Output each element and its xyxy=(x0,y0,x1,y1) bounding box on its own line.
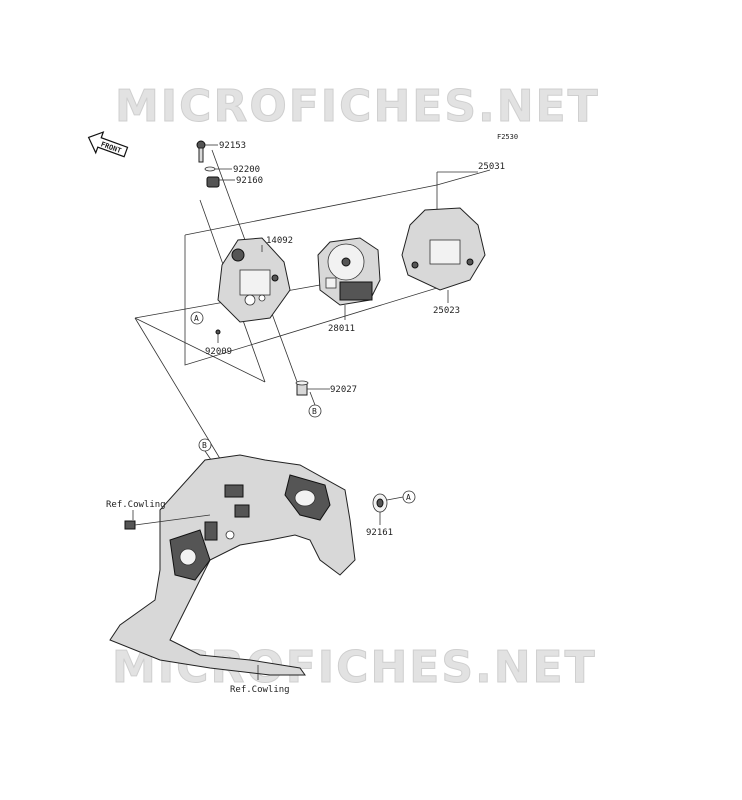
collar-92027-icon xyxy=(295,380,309,396)
ref-cowling-upper: Ref.Cowling xyxy=(106,500,166,510)
label-92161: 92161 xyxy=(366,528,393,538)
callout-a-lower xyxy=(402,490,416,504)
diagram-code: F2530 xyxy=(497,133,518,141)
label-28011: 28011 xyxy=(328,324,355,334)
meter-cover-25023-icon xyxy=(401,207,486,291)
cowling-stay-icon xyxy=(109,454,356,676)
ref-cowling-lower: Ref.Cowling xyxy=(230,685,290,695)
label-25023: 25023 xyxy=(433,306,460,316)
callout-a-upper-label: A xyxy=(194,314,199,323)
callout-b-lower-label: B xyxy=(202,441,207,450)
grommet-92160-icon xyxy=(206,176,220,188)
meter-case-14092-icon xyxy=(217,237,291,323)
label-92160: 92160 xyxy=(236,176,263,186)
screw-92009-icon xyxy=(215,329,221,343)
callout-a-lower-label: A xyxy=(406,493,411,502)
label-14092: 14092 xyxy=(266,236,293,246)
callout-a-upper xyxy=(190,311,204,325)
clip-icon xyxy=(124,520,136,530)
label-92027: 92027 xyxy=(330,385,357,395)
front-arrow-icon: FRONT xyxy=(87,131,129,158)
grommet-92161-icon xyxy=(372,493,388,513)
screw-92153-icon xyxy=(196,140,206,163)
callout-b-upper-label: B xyxy=(312,407,317,416)
front-label: FRONT xyxy=(100,140,123,155)
assembly-frame-lines xyxy=(134,149,491,501)
watermark-bottom: MICROFICHES.NET xyxy=(112,642,597,693)
label-92009: 92009 xyxy=(205,347,232,357)
label-92200: 92200 xyxy=(233,165,260,175)
watermark-top: MICROFICHES.NET xyxy=(115,81,600,132)
label-25031: 25031 xyxy=(478,162,505,172)
label-92153: 92153 xyxy=(219,141,246,151)
meter-28011-icon xyxy=(317,237,381,306)
washer-92200-icon xyxy=(204,166,216,172)
